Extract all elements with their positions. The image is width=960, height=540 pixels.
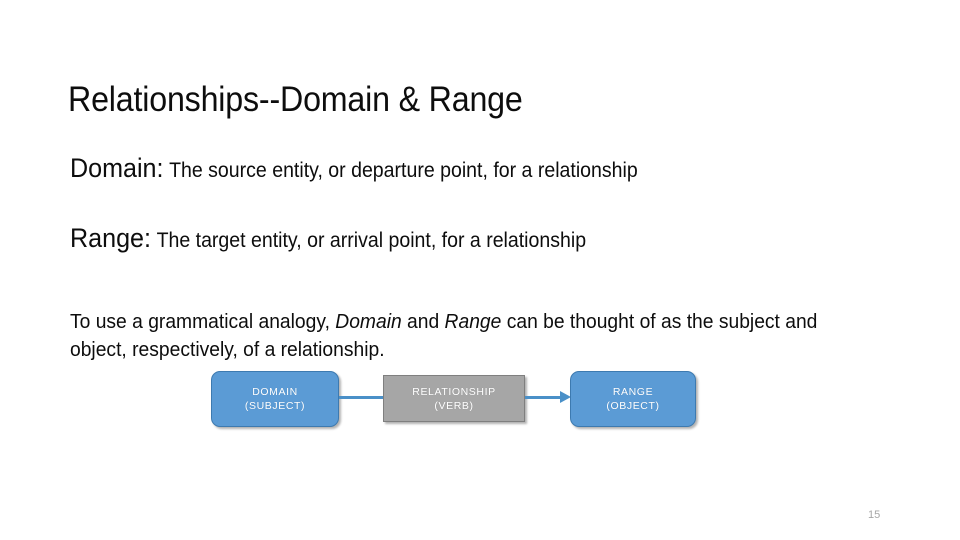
definition-term-range: Range: [70,223,151,253]
definition-range: Range:The target entity, or arrival poin… [70,222,586,257]
diagram-node-domain-line1: DOMAIN [252,386,298,398]
analogy-text-part2: and [401,309,445,333]
diagram-node-relationship: RELATIONSHIP (VERB) [383,375,525,422]
diagram-node-range-line1: RANGE [612,386,654,398]
definition-description-domain: The source entity, or departure point, f… [169,159,638,182]
page-title: Relationships--Domain & Range [68,80,523,120]
analogy-emphasis-range: Range [444,309,502,333]
page-number: 15 [868,509,881,521]
analogy-text-part1: To use a grammatical analogy, [70,309,336,333]
diagram-node-range-line2: (OBJECT) [606,400,660,412]
analogy-emphasis-domain: Domain [335,309,402,333]
definition-domain: Domain:The source entity, or departure p… [70,152,638,187]
diagram-node-domain-line2: (SUBJECT) [244,400,306,412]
connector-line-left [339,396,384,399]
analogy-text-part3: can be thought of as the subject and obj… [70,309,818,361]
diagram-node-relationship-line2: (VERB) [434,399,474,412]
diagram-node-domain: DOMAIN (SUBJECT) [211,371,339,427]
connector-line-right [525,396,563,399]
definition-term-domain: Domain: [70,153,164,183]
diagram-node-range: RANGE (OBJECT) [570,371,696,427]
arrow-right-icon [560,391,571,403]
definition-description-range: The target entity, or arrival point, for… [156,229,587,252]
analogy-paragraph: To use a grammatical analogy, Domain and… [70,308,860,364]
diagram-node-relationship-line1: RELATIONSHIP [412,385,496,398]
